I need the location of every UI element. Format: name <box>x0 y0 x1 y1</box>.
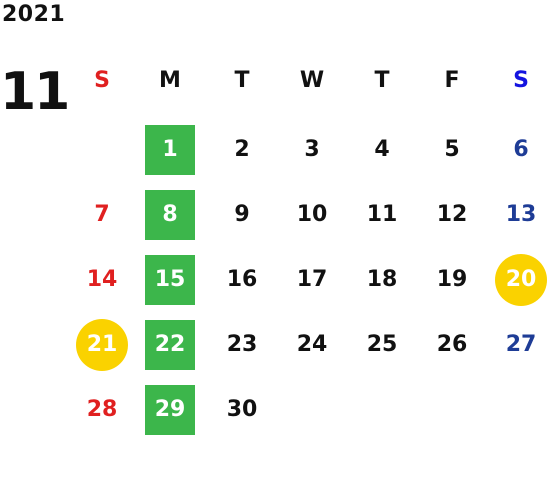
day-number: 11 <box>366 202 398 227</box>
day-cell-11[interactable]: 11 <box>352 190 412 240</box>
day-number: 20 <box>505 267 537 292</box>
highlight-square <box>145 190 195 240</box>
day-number: 28 <box>86 397 118 422</box>
day-cell-17[interactable]: 17 <box>282 255 342 305</box>
day-number: 14 <box>86 267 118 292</box>
weekday-tuesday: T <box>234 68 250 93</box>
month-number: 11 <box>0 62 70 122</box>
day-cell-9[interactable]: 9 <box>212 190 272 240</box>
day-cell-26[interactable]: 26 <box>422 320 482 370</box>
day-number: 27 <box>505 332 537 357</box>
day-number: 10 <box>296 202 328 227</box>
day-number: 3 <box>304 137 320 162</box>
day-cell-5[interactable]: 5 <box>422 125 482 175</box>
day-cell-18[interactable]: 18 <box>352 255 412 305</box>
highlight-square <box>145 320 195 370</box>
day-number: 15 <box>154 267 186 292</box>
day-number: 9 <box>234 202 250 227</box>
day-cell-7[interactable]: 7 <box>72 190 132 240</box>
weekday-thursday: T <box>374 68 390 93</box>
day-cell-20[interactable]: 20 <box>491 254 548 306</box>
day-number: 2 <box>234 137 250 162</box>
day-cell-16[interactable]: 16 <box>212 255 272 305</box>
day-number: 16 <box>226 267 258 292</box>
weekday-wednesday: W <box>299 68 325 93</box>
holiday-circle <box>76 319 128 371</box>
day-cell-19[interactable]: 19 <box>422 255 482 305</box>
day-number: 8 <box>162 202 178 227</box>
day-number: 7 <box>94 202 110 227</box>
year-label: 2021 <box>2 2 66 27</box>
day-number: 21 <box>86 332 118 357</box>
day-number: 12 <box>436 202 468 227</box>
day-number: 4 <box>374 137 390 162</box>
day-cell-21[interactable]: 21 <box>72 319 132 371</box>
day-cell-23[interactable]: 23 <box>212 320 272 370</box>
day-cell-3[interactable]: 3 <box>282 125 342 175</box>
day-number: 22 <box>154 332 186 357</box>
day-number: 26 <box>436 332 468 357</box>
day-cell-24[interactable]: 24 <box>282 320 342 370</box>
highlight-square <box>145 125 195 175</box>
day-number: 23 <box>226 332 258 357</box>
weekday-sunday: S <box>94 68 110 93</box>
holiday-circle <box>495 254 547 306</box>
highlight-square <box>145 255 195 305</box>
weekday-saturday: S <box>513 68 529 93</box>
weekday-friday: F <box>444 68 460 93</box>
day-cell-13[interactable]: 13 <box>491 190 548 240</box>
day-number: 17 <box>296 267 328 292</box>
day-number: 1 <box>162 137 178 162</box>
day-cell-14[interactable]: 14 <box>72 255 132 305</box>
highlight-square <box>145 385 195 435</box>
day-number: 29 <box>154 397 186 422</box>
day-cell-22[interactable]: 22 <box>140 320 200 370</box>
day-cell-28[interactable]: 28 <box>72 385 132 435</box>
day-number: 6 <box>513 137 529 162</box>
day-number: 5 <box>444 137 460 162</box>
day-cell-10[interactable]: 10 <box>282 190 342 240</box>
day-number: 13 <box>505 202 537 227</box>
day-number: 19 <box>436 267 468 292</box>
day-cell-2[interactable]: 2 <box>212 125 272 175</box>
day-number: 18 <box>366 267 398 292</box>
day-cell-27[interactable]: 27 <box>491 320 548 370</box>
day-cell-25[interactable]: 25 <box>352 320 412 370</box>
day-cell-6[interactable]: 6 <box>491 125 548 175</box>
day-cell-1[interactable]: 1 <box>140 125 200 175</box>
day-cell-12[interactable]: 12 <box>422 190 482 240</box>
day-cell-15[interactable]: 15 <box>140 255 200 305</box>
day-cell-8[interactable]: 8 <box>140 190 200 240</box>
weekday-monday: M <box>159 68 181 93</box>
day-number: 25 <box>366 332 398 357</box>
day-cell-4[interactable]: 4 <box>352 125 412 175</box>
day-cell-30[interactable]: 30 <box>212 385 272 435</box>
day-number: 30 <box>226 397 258 422</box>
day-number: 24 <box>296 332 328 357</box>
day-cell-29[interactable]: 29 <box>140 385 200 435</box>
